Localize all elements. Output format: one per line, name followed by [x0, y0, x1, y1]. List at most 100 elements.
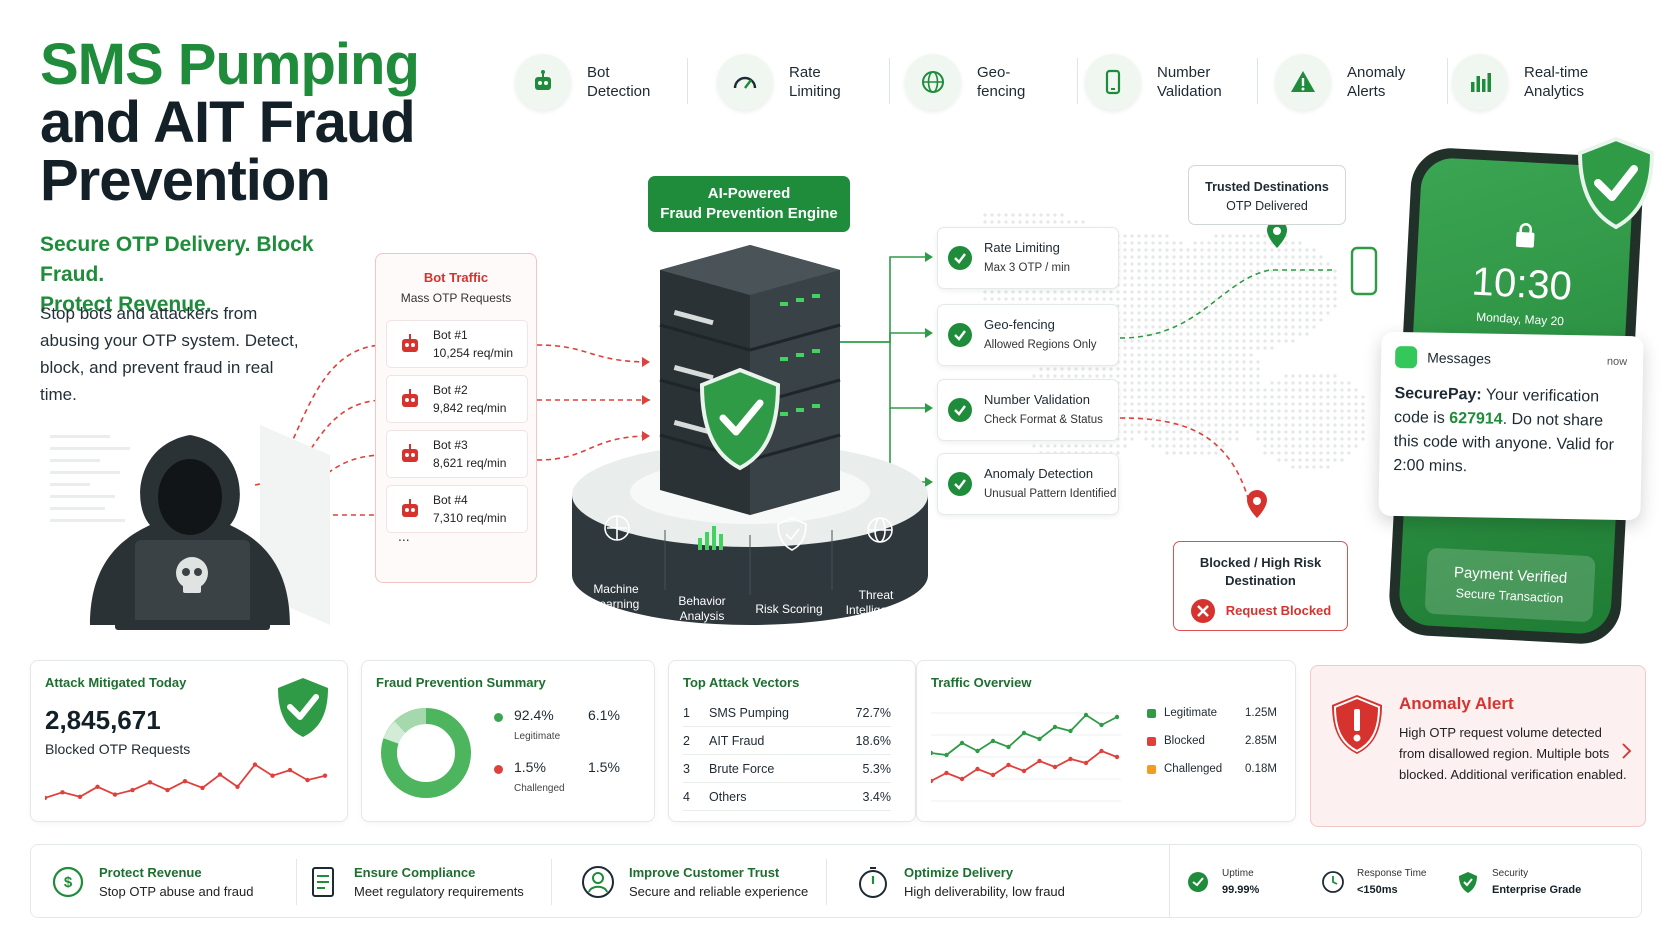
- map-dot: [1158, 241, 1162, 245]
- sms-notification[interactable]: Messages now SecurePay: Your verificatio…: [1378, 331, 1644, 521]
- map-dot: [1207, 395, 1211, 399]
- map-dot: [1186, 437, 1190, 441]
- map-dot: [1179, 353, 1183, 357]
- map-dot: [1158, 409, 1162, 413]
- map-dot: [1123, 311, 1127, 315]
- map-dot: [1158, 430, 1162, 434]
- map-dot: [1081, 367, 1085, 371]
- map-dot: [1214, 395, 1218, 399]
- map-dot: [1242, 416, 1246, 420]
- map-dot: [1144, 269, 1148, 273]
- map-dot: [1228, 241, 1232, 245]
- map-dot: [1235, 255, 1239, 259]
- map-dot: [1305, 311, 1309, 315]
- map-dot: [1228, 332, 1232, 336]
- map-dot: [1214, 360, 1218, 364]
- map-dot: [1249, 416, 1253, 420]
- stat-label: Security: [1492, 868, 1529, 879]
- map-dot: [1158, 437, 1162, 441]
- map-dot: [1186, 304, 1190, 308]
- benefit-subtitle: Secure and reliable experience: [629, 884, 809, 899]
- map-dot: [1298, 451, 1302, 455]
- map-dot: [1144, 423, 1148, 427]
- map-dot: [1179, 395, 1183, 399]
- legit-dot: [494, 713, 503, 722]
- attack-trend-point: [130, 787, 135, 793]
- map-dot: [1361, 395, 1365, 399]
- map-dot: [1298, 423, 1302, 427]
- map-dot: [1228, 423, 1232, 427]
- map-dot: [1319, 458, 1323, 462]
- map-dot: [1186, 402, 1190, 406]
- map-dot: [1158, 325, 1162, 329]
- map-dot: [1186, 283, 1190, 287]
- map-dot: [1214, 311, 1218, 315]
- map-dot: [1186, 423, 1190, 427]
- anomaly-alert-card[interactable]: Anomaly Alert High OTP request volume de…: [1310, 665, 1646, 827]
- chevron-right-icon[interactable]: [1621, 742, 1633, 760]
- map-dot: [1249, 248, 1253, 252]
- map-dot: [1130, 304, 1134, 308]
- map-dot: [1200, 269, 1204, 273]
- map-dot: [1249, 423, 1253, 427]
- map-dot: [1256, 388, 1260, 392]
- tagline-line-1: Secure OTP Delivery. Block Fraud.: [40, 233, 314, 286]
- map-dot: [1326, 262, 1330, 266]
- map-dot: [1193, 381, 1197, 385]
- map-dot: [1291, 241, 1295, 245]
- map-dot: [1263, 325, 1267, 329]
- engine-label: AI-Powered Fraud Prevention Engine: [648, 176, 850, 232]
- map-dot: [1270, 339, 1274, 343]
- map-dot: [1319, 276, 1323, 280]
- map-dot: [1172, 374, 1176, 378]
- map-dot: [1172, 416, 1176, 420]
- map-dot: [1053, 297, 1057, 301]
- map-dot: [1179, 430, 1183, 434]
- map-dot: [1067, 290, 1071, 294]
- map-dot: [1249, 325, 1253, 329]
- map-dot: [1249, 402, 1253, 406]
- map-dot: [1200, 325, 1204, 329]
- map-dot: [1186, 388, 1190, 392]
- map-dot: [1228, 262, 1232, 266]
- map-dot: [1116, 451, 1120, 455]
- map-dot: [1256, 283, 1260, 287]
- map-dot: [1235, 353, 1239, 357]
- map-dot: [1179, 262, 1183, 266]
- map-dot: [1144, 234, 1148, 238]
- map-dot: [1165, 255, 1169, 259]
- map-dot: [990, 213, 994, 217]
- map-dot: [1326, 395, 1330, 399]
- map-dot: [1347, 423, 1351, 427]
- map-dot: [1298, 409, 1302, 413]
- map-dot: [1137, 269, 1141, 273]
- map-dot: [1172, 430, 1176, 434]
- map-dot: [1158, 367, 1162, 371]
- map-dot: [1067, 297, 1071, 301]
- map-dot: [1221, 304, 1225, 308]
- traffic-legend-name: Legitimate: [1164, 707, 1218, 719]
- map-dot: [1221, 353, 1225, 357]
- map-dot: [1193, 255, 1197, 259]
- map-dot: [1186, 360, 1190, 364]
- map-dot: [1130, 353, 1134, 357]
- map-dot: [1228, 311, 1232, 315]
- map-dot: [1242, 269, 1246, 273]
- map-dot: [1312, 374, 1316, 378]
- map-dot: [1172, 297, 1176, 301]
- feature-separator: [1077, 58, 1078, 104]
- map-dot: [1144, 430, 1148, 434]
- feature-separator: [687, 58, 688, 104]
- map-dot: [1221, 241, 1225, 245]
- map-dot: [1116, 367, 1120, 371]
- vector-name: Others: [709, 789, 747, 804]
- map-dot: [1186, 262, 1190, 266]
- map-dot: [1200, 367, 1204, 371]
- map-dot: [1256, 311, 1260, 315]
- map-dot: [1347, 416, 1351, 420]
- map-dot: [1151, 297, 1155, 301]
- map-dot: [1256, 297, 1260, 301]
- map-dot: [1256, 381, 1260, 385]
- map-dot: [1179, 318, 1183, 322]
